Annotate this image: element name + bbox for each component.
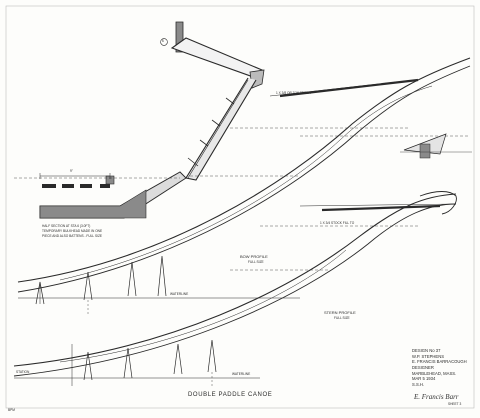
stern-profile <box>13 191 457 386</box>
section-topside <box>185 77 257 181</box>
title-block-line: DESIGN No 37 <box>412 348 441 353</box>
stern-inner-2 <box>59 249 347 363</box>
drawing-title: DOUBLE PADDLE CANOE <box>188 392 273 398</box>
section-note-line-3: PIECE AND ALSO BATTENS - FULL SIZE <box>42 234 103 238</box>
stern-outer-curve <box>13 193 457 367</box>
section-tag: 6 <box>162 39 164 43</box>
dimension-label: 9" <box>70 169 73 173</box>
section-note-line-1: HALF SECTION AT STA 6 (3.0FT) <box>42 224 91 228</box>
stern-profile-label: STERN PROFILE <box>324 310 356 315</box>
leader-note-2: 1 X 3/4 STOCK FILL TO <box>320 221 355 225</box>
bow-profile <box>17 57 472 314</box>
title-block-line: S.S.H. <box>412 382 425 388</box>
batten <box>80 184 92 188</box>
title-block-line: MARBLEHEAD, MASS. <box>412 370 457 376</box>
batten <box>62 184 74 188</box>
leader-note-1: 1 X 3/8 OR 7/16 STOCK <box>276 91 311 95</box>
title-block-line: E. FRANCIS BARRACOUGH <box>412 359 467 365</box>
batten <box>42 184 56 188</box>
stern-inner-curve <box>13 203 457 377</box>
title-block: DESIGN No 37 W.P. STEPHENS E. FRANCIS BA… <box>412 348 467 388</box>
batten <box>100 184 110 188</box>
bow-waterline-label: WATERLINE <box>170 292 189 296</box>
bow-profile-scale: FULL SIZE <box>248 260 264 264</box>
bow-rib <box>279 78 419 98</box>
bow-inner-curve <box>17 65 471 293</box>
bow-outer-curve <box>17 57 471 283</box>
sheet-border <box>5 5 475 409</box>
stern-station-label: STATION <box>16 370 30 374</box>
section-sheer <box>170 37 263 79</box>
stern-tip <box>419 191 457 215</box>
bulkhead-fill <box>39 189 147 219</box>
stern-rib <box>321 204 441 212</box>
sheet-number: SHEET 3 <box>448 402 462 406</box>
bow-profile-label: BOW PROFILE <box>240 254 268 259</box>
half-section <box>14 21 265 219</box>
title-block-line: W.P. STEPHENS <box>412 353 445 359</box>
designer-signature: E. Francis Barr <box>414 393 459 401</box>
title-block-line: MAR 5 1934 <box>412 376 436 382</box>
section-note-line-2: TEMPORARY BULKHEAD MADE IN ONE <box>42 229 103 233</box>
stern-waterline-label: WATERLINE <box>232 372 251 376</box>
footer-code: BPM <box>8 408 15 412</box>
bow-inner-2 <box>59 85 433 281</box>
title-block-line: DESIGNER <box>412 365 434 371</box>
stern-profile-scale: FULL SIZE <box>334 316 350 320</box>
